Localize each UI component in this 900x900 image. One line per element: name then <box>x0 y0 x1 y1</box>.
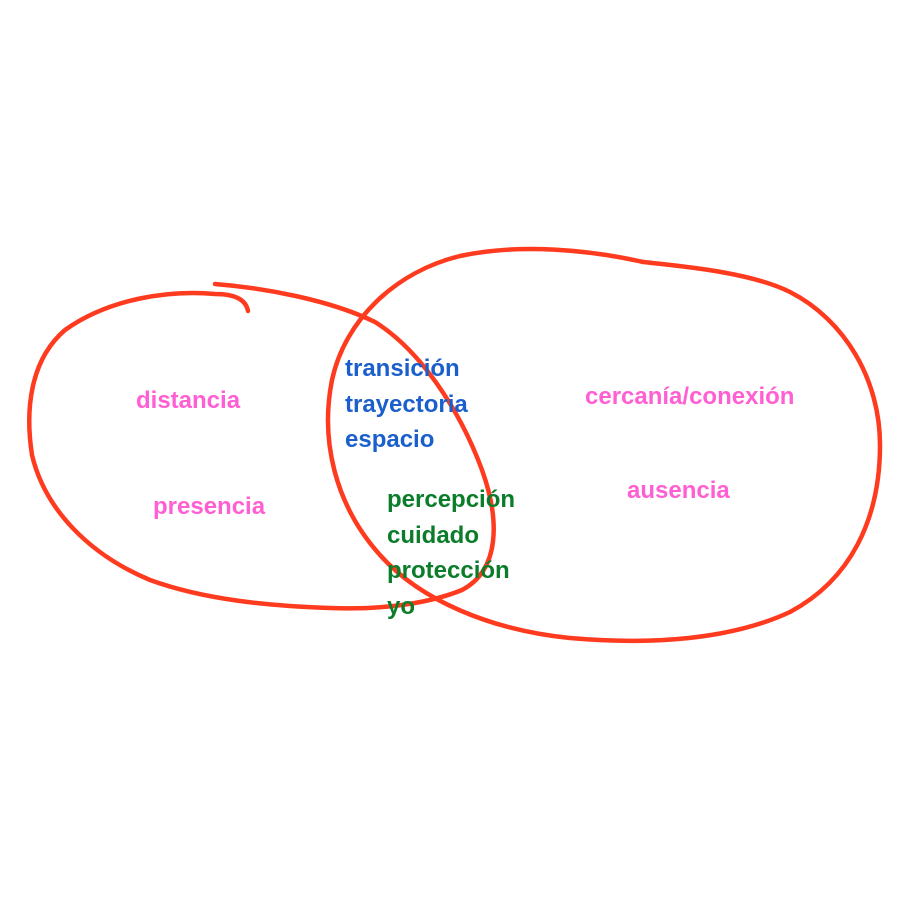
overlap-upper-item: espacio <box>345 426 435 453</box>
overlap-upper-group: transición trayectoria espacio <box>345 351 468 458</box>
left-ellipse <box>27 281 496 611</box>
overlap-upper-item: transición <box>345 355 460 382</box>
overlap-lower-item: percepción <box>387 486 516 513</box>
left-label-bottom: presencia <box>153 493 266 520</box>
overlap-lower-item: cuidado <box>387 521 480 549</box>
overlap-upper-item: trayectoria <box>345 390 468 418</box>
overlap-lower-item: protección <box>387 557 510 584</box>
right-ellipse <box>325 246 883 644</box>
overlap-lower-item: yo <box>387 592 416 620</box>
right-label-bottom: ausencia <box>627 477 730 504</box>
overlap-lower-group: percepción cuidado protección yo <box>387 482 515 624</box>
right-label-top: cercanía/conexión <box>585 383 795 410</box>
left-label-top: distancia <box>136 387 241 414</box>
